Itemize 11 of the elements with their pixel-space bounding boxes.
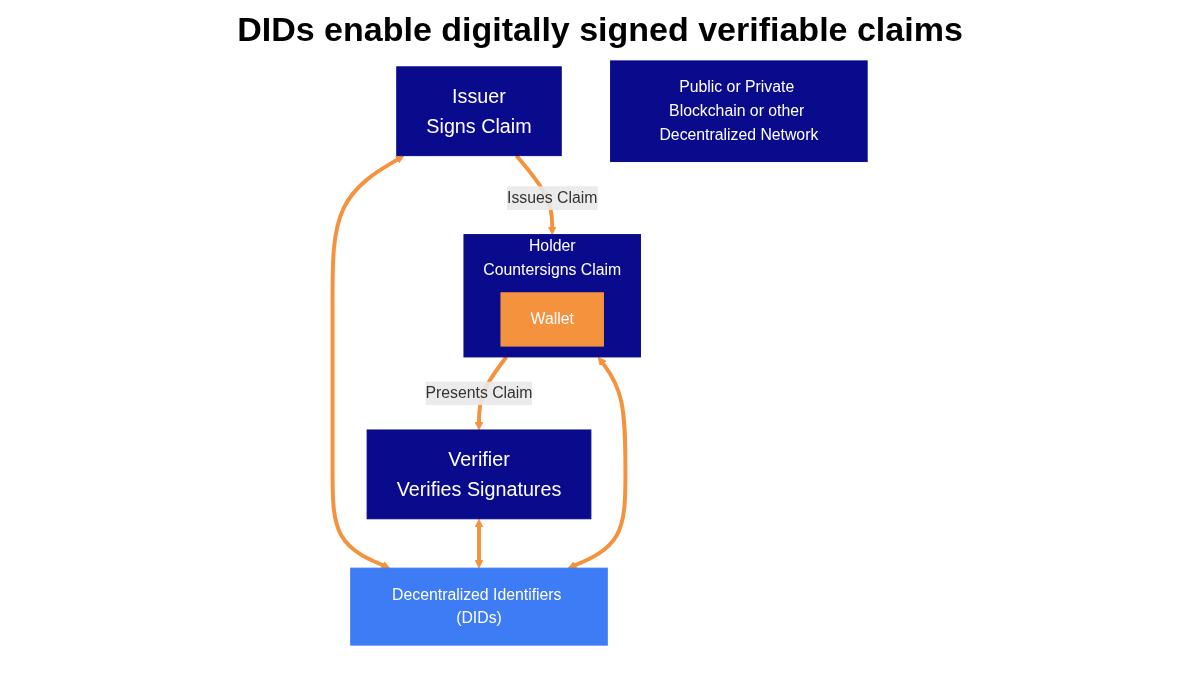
- arrow: [330, 155, 405, 569]
- edge-label: Issues Claim: [507, 189, 598, 206]
- node-box: Issuer Signs Claim: [396, 66, 562, 157]
- diagram-title: DIDs enable digitally signed verifiable claims: [236, 10, 964, 49]
- node-box: Decentralized Identifiers (DIDs): [350, 567, 608, 646]
- node-box: Verifier Verifies Signatures: [366, 429, 592, 520]
- edge-label: Presents Claim: [425, 384, 533, 402]
- arrow: [567, 356, 628, 569]
- node-box: Public or Private Blockchain or other Decentralized Network: [610, 60, 868, 163]
- node-box: Wallet: [500, 292, 605, 347]
- arrow: [474, 518, 484, 569]
